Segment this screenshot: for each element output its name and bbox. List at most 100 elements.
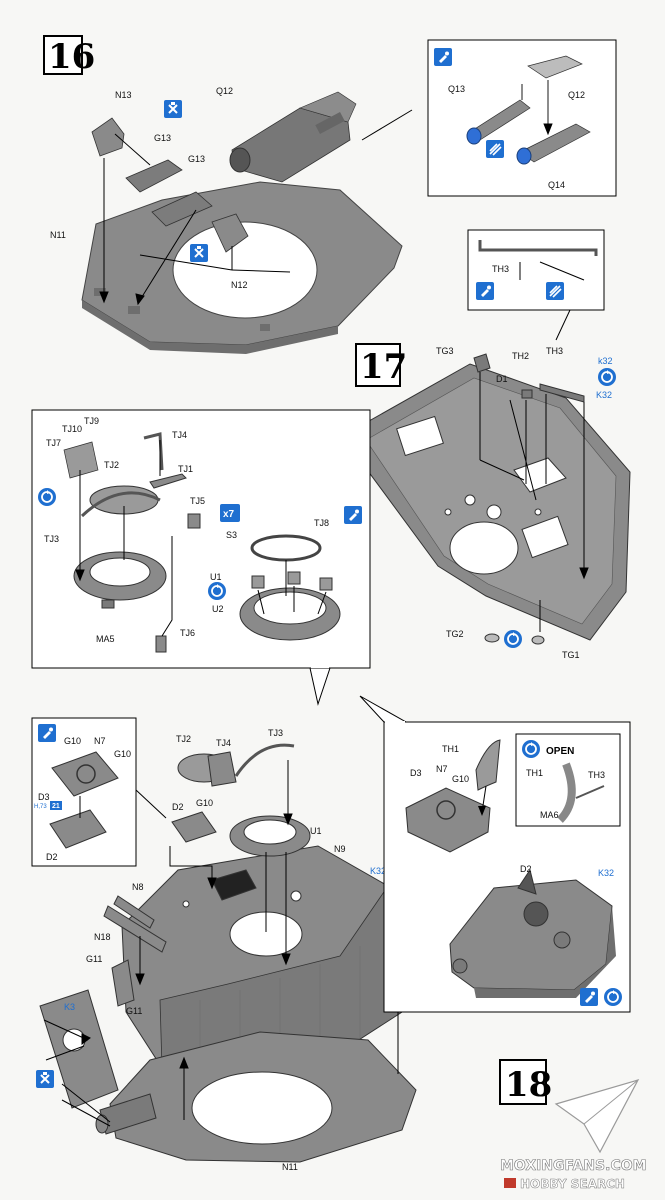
label-tg2: TG2 [446,629,464,639]
step-18-parts [103,743,311,1007]
label-d3: D3 [38,792,50,802]
step-17-small-parts [473,353,585,645]
color-badge-number: 21 [52,803,60,810]
step-16: 16 [43,35,617,354]
label-tj6: TJ6 [180,628,195,638]
label-g13: G13 [154,133,171,143]
label-th3: TH3 [546,346,563,356]
paint-icon [485,139,505,159]
label-d2: D2 [172,802,184,812]
step-18-box [499,1059,547,1105]
label-th3: TH3 [588,770,605,780]
label-d3-sub: H,73 [34,804,47,810]
label-n9: N9 [334,844,346,854]
label-ma5: MA5 [96,634,115,644]
quantity-x7: x7 [223,509,235,520]
turret-base-n11 [81,181,403,354]
plate-n13 [91,117,125,157]
label-tj4: TJ4 [172,430,187,440]
label-tj3: TJ3 [44,534,59,544]
label-th1: TH1 [442,744,459,754]
label-tj4: TJ4 [216,738,231,748]
label-s3: S3 [226,530,237,540]
cement-icon [580,988,598,1006]
trunnion-g13 [125,159,213,227]
step-17-th3-inset: TH3 [467,229,605,341]
step-17-number: 17 [360,347,407,387]
label-q14: Q14 [548,180,565,190]
drill-hole-icon [189,243,209,263]
label-q12: Q12 [216,86,233,96]
cement-icon [434,48,452,66]
label-q13: Q13 [448,84,465,94]
turret-shell [121,845,403,1081]
label-th2: TH2 [512,351,529,361]
rotate-icon [597,367,617,387]
label-tj10: TJ10 [62,424,82,434]
cement-icon [344,506,362,524]
label-n11: N11 [50,230,66,240]
watermark-text: MOXINGFANS.COM [500,1158,647,1174]
color-badge [50,801,62,810]
label-g13: G13 [188,154,205,164]
label-tj2: TJ2 [104,460,119,470]
label-n13: N13 [115,90,132,100]
label-ma6: MA6 [540,810,559,820]
rotate-icon [37,487,57,507]
cement-icon [476,282,494,300]
plate-n12 [211,213,249,253]
hatch-inset: G10 N7 G10 D3 H,73 21 D2 [31,717,167,867]
label-tj9: TJ9 [84,416,99,426]
rotate-icon [521,739,541,759]
paper-plane-logo [554,1079,640,1154]
label-g10: G10 [196,798,213,808]
label-tj3: TJ3 [268,728,283,738]
label-u1: U1 [210,572,222,582]
label-g10: G10 [114,749,131,759]
turret-roof-interior [345,363,631,641]
label-d2: D2 [46,852,58,862]
rotate-icon [207,581,227,601]
label-tj2: TJ2 [176,734,191,744]
label-k32: K32 [596,390,612,400]
label-k3: K3 [64,1002,75,1012]
rotate-icon [603,987,623,1007]
label-d3: D3 [410,768,422,778]
cement-icon [38,724,56,742]
drill-hole-icon [35,1069,55,1089]
step-16-number: 16 [48,37,95,77]
mantlet-k3 [39,989,157,1135]
label-d1: D1 [496,374,508,384]
label-k32: k32 [598,356,613,366]
label-tj1: TJ1 [178,464,193,474]
label-q12: Q12 [568,90,585,100]
label-th1: TH1 [526,768,543,778]
label-n8: N8 [132,882,144,892]
step-16-inset: Q13 Q12 Q14 [427,39,617,197]
label-n11: N11 [282,1162,298,1172]
watermark-text: HOBBY SEARCH [520,1177,625,1191]
label-n12: N12 [231,280,248,290]
label-th3: TH3 [492,264,509,274]
label-u2: U2 [212,604,224,614]
step-16-box [43,35,83,75]
label-tj5: TJ5 [190,496,205,506]
label-n7: N7 [94,736,106,746]
step-18-right-inset: OPEN TH1 TH3 MA6 TH1 D3 N7 G10 D2 K32 [359,695,631,1013]
label-n18: N18 [94,932,111,942]
label-g11: G11 [86,954,102,964]
label-g11: G11 [126,1006,142,1016]
rotate-icon [503,629,523,649]
label-g10: G10 [452,774,469,784]
label-k32: K32 [370,866,386,876]
hobby-search-logo [504,1178,516,1188]
step-17: TH3 17 [31,229,631,706]
paint-icon [545,281,565,301]
label-open: OPEN [546,746,574,757]
label-tj7: TJ7 [46,438,61,448]
label-k32: K32 [598,868,614,878]
label-tg1: TG1 [562,650,580,660]
label-tj8: TJ8 [314,518,329,528]
